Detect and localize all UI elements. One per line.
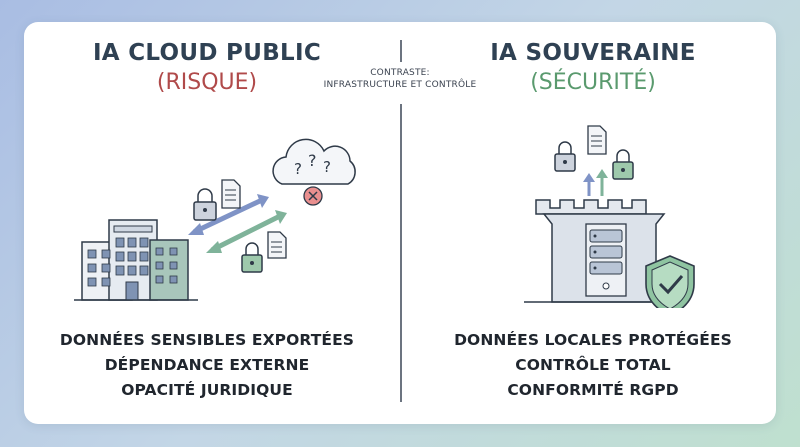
document-icon (267, 231, 287, 259)
lock-icon (241, 242, 263, 273)
error-icon (303, 186, 323, 206)
divider-top (400, 40, 402, 62)
bidirectional-arrow-icon (188, 194, 287, 253)
left-subtitle: (RISQUE) (156, 70, 258, 95)
document-icon (221, 179, 241, 209)
svg-text:?: ? (294, 160, 302, 178)
building-icon (74, 219, 198, 301)
right-point-2: CONTRÔLE TOTAL (515, 356, 671, 374)
divider-bottom (400, 104, 402, 402)
comparison-card: IA CLOUD PUBLIC (RISQUE) CONTRASTE: INFR… (24, 22, 776, 424)
right-title: IA SOUVERAINE (490, 40, 696, 66)
left-point-3: OPACITÉ JURIDIQUE (121, 381, 293, 399)
center-label: CONTRASTE: INFRASTRUCTURE ET CONTRÔLE (300, 67, 500, 91)
sovereign-illustration (524, 125, 695, 308)
left-points: DONNÉES SENSIBLES EXPORTÉES DÉPENDANCE E… (42, 328, 372, 403)
lock-icon (612, 149, 634, 180)
right-point-3: CONFORMITÉ RGPD (507, 381, 679, 399)
svg-text:?: ? (308, 151, 317, 170)
center-label-line1: CONTRASTE: (370, 68, 430, 78)
cloud-question-icon: ? ? ? (272, 138, 356, 185)
left-point-2: DÉPENDANCE EXTERNE (104, 356, 310, 374)
svg-text:?: ? (323, 158, 331, 176)
right-subtitle: (SÉCURITÉ) (530, 70, 656, 95)
center-label-line2: INFRASTRUCTURE ET CONTRÔLE (323, 80, 477, 90)
lock-icon (554, 141, 576, 172)
cloud-public-illustration: ? ? ? (74, 138, 356, 301)
shield-check-icon (645, 255, 695, 308)
left-point-1: DONNÉES SENSIBLES EXPORTÉES (59, 331, 355, 349)
left-title: IA CLOUD PUBLIC (92, 40, 322, 66)
document-icon (587, 125, 607, 155)
right-point-1: DONNÉES LOCALES PROTÉGÉES (454, 331, 732, 349)
fortress-server-icon (524, 199, 674, 303)
lock-icon (193, 188, 217, 221)
right-points: DONNÉES LOCALES PROTÉGÉES CONTRÔLE TOTAL… (428, 328, 758, 403)
upload-arrows-icon (583, 169, 608, 196)
